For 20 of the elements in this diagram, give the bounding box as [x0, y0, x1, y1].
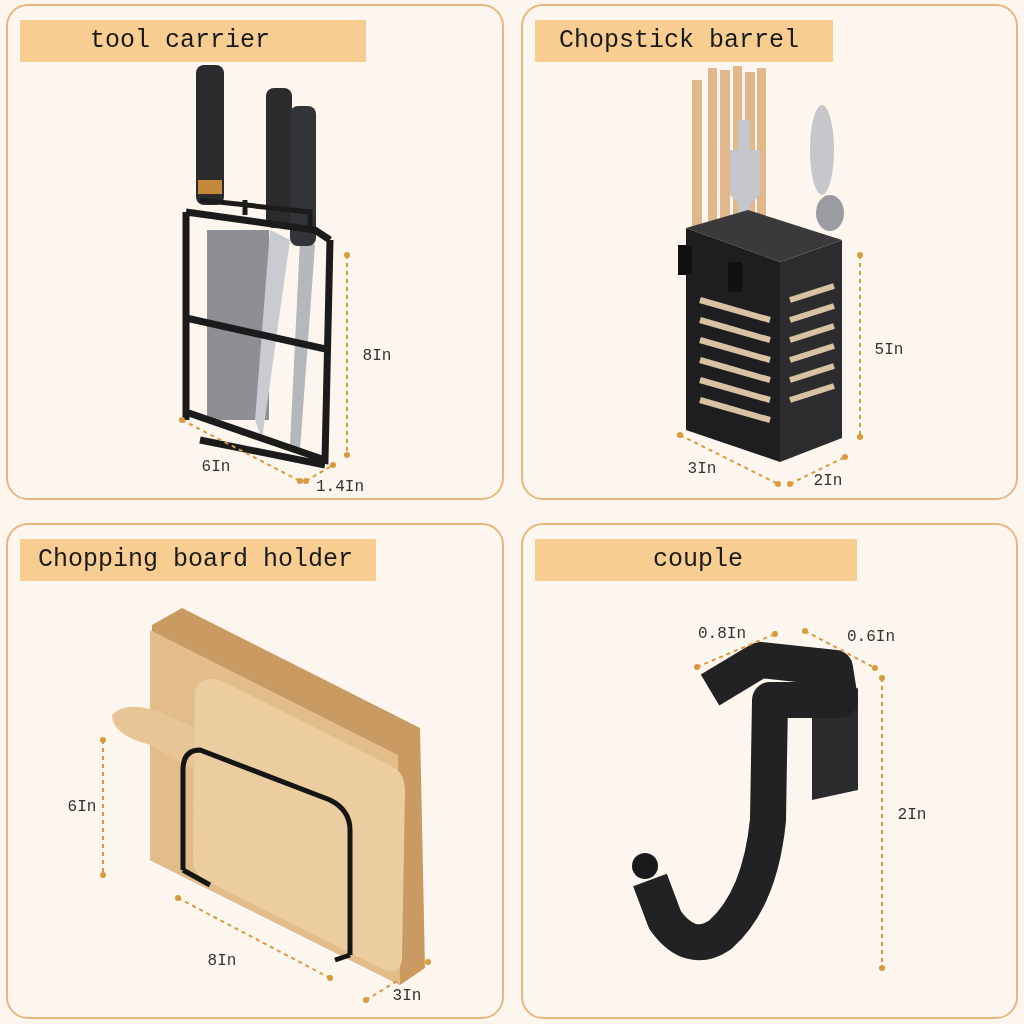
- heading-banner: Chopping board holder: [20, 539, 376, 581]
- dimension-label: 6In: [67, 798, 97, 816]
- product-panel: [6, 523, 504, 1019]
- dimension-label: 0.6In: [847, 628, 895, 646]
- dimension-label: 5In: [874, 341, 904, 359]
- dimension-label: 0.8In: [698, 625, 746, 643]
- dimension-label: 8In: [362, 347, 392, 365]
- heading-banner: tool carrier: [20, 20, 366, 62]
- product-panel: [521, 523, 1018, 1019]
- dimension-label: 6In: [201, 458, 231, 476]
- heading-banner: Chopstick barrel: [535, 20, 833, 62]
- dimension-label: 3In: [687, 460, 717, 478]
- product-panel: [521, 4, 1018, 500]
- dimension-label: 1.4In: [316, 478, 364, 496]
- heading-banner: couple: [535, 539, 857, 581]
- dimension-label: 8In: [207, 952, 237, 970]
- dimension-label: 2In: [813, 472, 843, 490]
- dimension-label: 3In: [392, 987, 422, 1005]
- product-panel: [6, 4, 504, 500]
- dimension-label: 2In: [897, 806, 927, 824]
